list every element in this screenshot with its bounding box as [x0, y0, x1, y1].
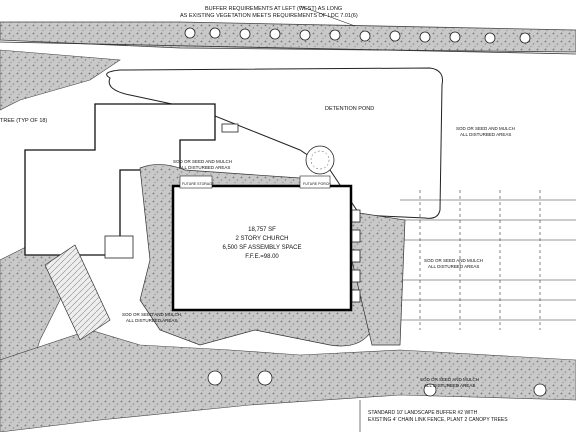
walkway: [44, 244, 111, 341]
top-note-leader: [299, 5, 356, 27]
future-porch-label: FUTURE PORCH: [303, 182, 331, 186]
sod-south-line1: SOD OR SEED AND MULCH: [122, 312, 181, 317]
church-line1: 18,757 SF: [248, 227, 276, 233]
future-storage-label: FUTURE STORAGE: [182, 182, 215, 186]
sod-southeast-line1: SOD OR SEED AND MULCH: [420, 377, 479, 382]
south-buffer: [0, 329, 576, 432]
existing-building: [24, 103, 239, 259]
sod-south-line2: ALL DISTURBED AREAS: [126, 318, 177, 323]
pond-circle: [305, 145, 335, 175]
church-building: [171, 184, 353, 312]
detention-pond-label: DETENTION POND: [325, 106, 374, 112]
parking-area: [400, 190, 576, 330]
tree-note: TREE (TYP OF 18): [0, 118, 47, 124]
top-note-line1: BUFFER REQUIREMENTS AT LEFT (WEST) AS LO…: [205, 6, 342, 12]
buffer-note-line1: STANDARD 10' LANDSCAPE BUFFER #2 WITH: [368, 410, 478, 416]
sod-east-mid-line1: SOD OR SEED AND MULCH: [424, 258, 483, 263]
top-note-line2: AS EXISTING VEGETATION MEETS REQUIREMENT…: [180, 13, 358, 19]
sod-west-line2: ALL DISTURBED AREAS: [179, 165, 230, 170]
north-tree-row: [184, 27, 531, 44]
future-boxes: [179, 175, 331, 189]
sod-southeast-line2: ALL DISTURBED AREAS: [424, 383, 475, 388]
east-stalls: [351, 209, 361, 303]
church-line3: 6,500 SF ASSEMBLY SPACE: [222, 245, 301, 251]
sod-east-top-line2: ALL DISTURBED AREAS: [460, 132, 511, 137]
sod-east-top-line1: SOD OR SEED AND MULCH: [456, 126, 515, 131]
south-tree-row: [207, 370, 547, 397]
buffer-note-line2: EXISTING 4' CHAIN LINK FENCE, PLANT 2 CA…: [368, 417, 508, 423]
north-buffer: [0, 21, 576, 55]
sod-east-mid-line2: ALL DISTURBED AREAS: [428, 264, 479, 269]
church-line4: F.F.E.=98.00: [245, 254, 279, 260]
sod-west-line1: SOD OR SEED AND MULCH: [173, 159, 232, 164]
church-line2: 2 STORY CHURCH: [235, 236, 288, 242]
